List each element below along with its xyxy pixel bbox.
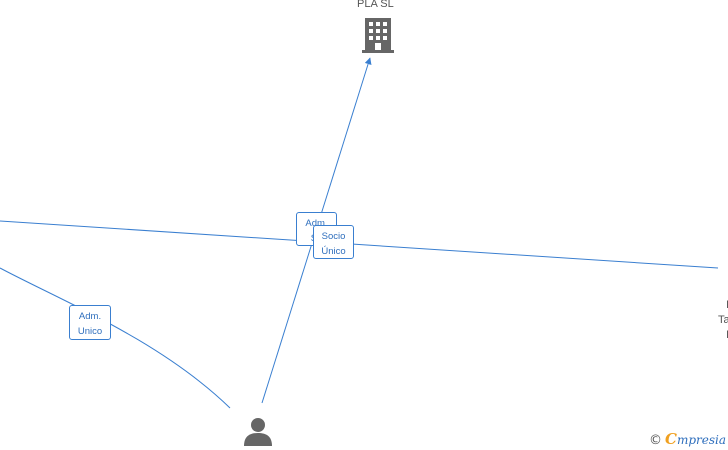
edge-label-line2: Unico xyxy=(77,326,103,337)
building-icon[interactable] xyxy=(362,18,394,54)
edge-label-socio-unico[interactable]: Socio Único xyxy=(313,225,354,259)
brand-logo-text: mpresia xyxy=(676,433,726,447)
edge-label-adm-unico[interactable]: Adm. Unico xyxy=(69,305,111,340)
right-node-label[interactable]: I Ta I xyxy=(718,298,728,343)
edge-label-line2: Único xyxy=(321,246,346,257)
right-node-label-line: Ta xyxy=(718,314,728,326)
right-node-label-line: I xyxy=(726,299,728,311)
company-label[interactable]: PLA SL xyxy=(357,0,394,10)
brand-logo-initial: C xyxy=(664,430,677,448)
edge-label-line1: Socio xyxy=(321,231,346,242)
copyright-icon: © xyxy=(648,433,662,448)
right-node-label-line: I xyxy=(726,329,728,341)
edge-label-line1: Adm. xyxy=(305,218,328,229)
edge-line-adm-unico xyxy=(0,267,231,409)
edge-line-left-to-right xyxy=(0,220,719,269)
person-icon[interactable] xyxy=(243,416,273,446)
edge-label-line1: Adm. xyxy=(78,311,102,322)
empresia-watermark: ©Cmpresia xyxy=(649,430,726,448)
